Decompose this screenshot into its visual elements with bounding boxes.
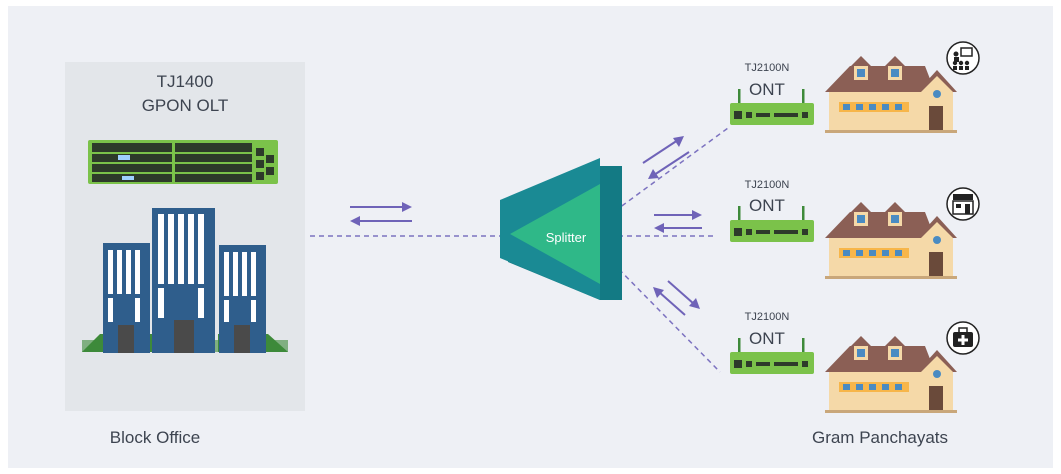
gram-panchayat-building — [825, 41, 980, 133]
ont-name-label: ONT — [749, 196, 785, 215]
arrow-pair-ont-1 — [642, 136, 690, 179]
olt-type-label: GPON OLT — [141, 96, 229, 115]
ont-devices — [730, 89, 814, 374]
gram-panchayats-label: Gram Panchayats — [811, 428, 949, 447]
office-building-icon — [82, 208, 288, 353]
gram-panchayat-buildings — [825, 41, 980, 413]
ont-model-label: TJ2100N — [744, 62, 790, 74]
ont-model-label: TJ2100N — [744, 179, 790, 191]
ont-device — [730, 338, 814, 374]
shop-icon — [946, 187, 980, 221]
block-office-label: Block Office — [109, 428, 201, 447]
ont-name-label: ONT — [749, 329, 785, 348]
arrow-pair-ont-3 — [653, 280, 700, 316]
splitter-device: Splitter — [500, 158, 622, 300]
olt-device — [88, 140, 278, 184]
gram-panchayat-building — [825, 187, 980, 279]
ont-name-label: ONT — [749, 80, 785, 99]
arrow-pair-ont-2 — [654, 210, 702, 233]
ont-model-label: TJ2100N — [744, 311, 790, 323]
arrow-pair-olt — [350, 202, 412, 226]
ont-device — [730, 206, 814, 242]
gram-panchayat-building — [825, 321, 980, 413]
splitter-label: Splitter — [546, 230, 587, 245]
ont-device — [730, 89, 814, 125]
classroom-icon — [946, 41, 980, 75]
medical-kit-icon — [946, 321, 980, 355]
bidirectional-arrows — [350, 136, 702, 316]
olt-model-label: TJ1400 — [156, 72, 214, 91]
